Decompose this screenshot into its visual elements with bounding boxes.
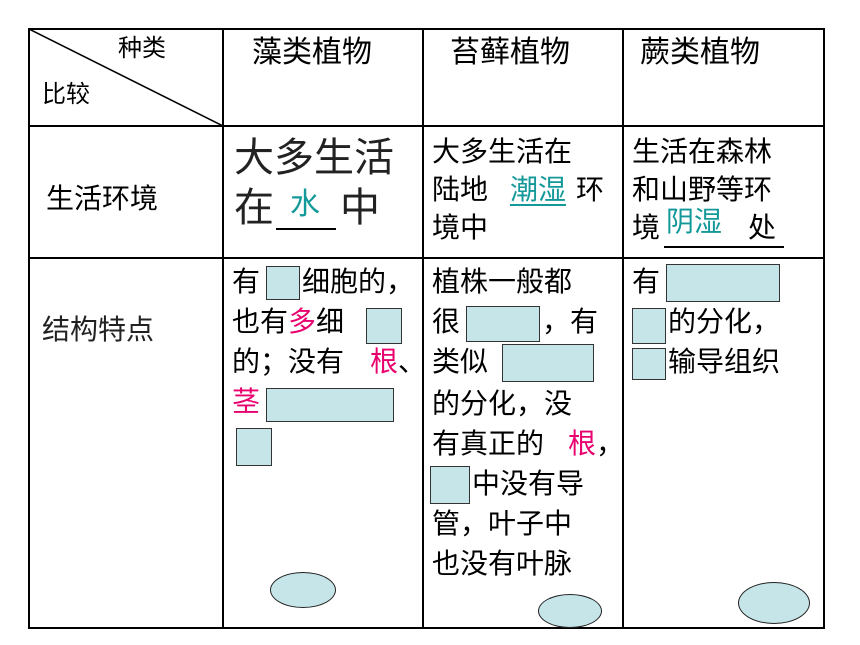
moss-struct-l6-b: 中没有导 (472, 467, 585, 500)
fern-struct-l2-b: 的分化， (668, 305, 781, 338)
moss-answer-cover-3[interactable] (430, 466, 470, 504)
header-diagonal-line (29, 29, 223, 126)
moss-env-line2-pre: 陆地 (432, 173, 489, 206)
header-algae: 藻类植物 (252, 35, 372, 70)
col-divider-1 (222, 28, 224, 629)
moss-env-line2-post: 环 (576, 173, 605, 206)
algae-struct-l4-highlight: 茎 (232, 385, 261, 418)
moss-struct-l2-b: ，有 (542, 305, 599, 338)
row-divider-2 (28, 257, 825, 259)
moss-env-line1: 大多生活在 (432, 135, 573, 168)
moss-answer-cover-1[interactable] (466, 306, 540, 342)
algae-answer-cover-4[interactable] (236, 428, 272, 466)
algae-struct-l2-highlight: 多 (288, 305, 317, 338)
fern-struct-l1-a: 有 (632, 265, 661, 298)
moss-struct-l5-highlight: 根 (568, 427, 597, 460)
fern-env-blank-line (664, 246, 784, 248)
algae-answer-cover-1[interactable] (266, 266, 300, 300)
table-border-bottom (28, 627, 825, 629)
algae-env-line2-pre: 在 (234, 185, 274, 231)
moss-struct-l7: 管，叶子中 (432, 507, 573, 540)
fern-answer-cover-2[interactable] (632, 308, 666, 344)
moss-struct-l4: 的分化，没 (432, 387, 573, 420)
col-divider-2 (422, 28, 424, 629)
row-label-structure: 结构特点 (42, 313, 155, 346)
moss-struct-l3-a: 类似 (432, 345, 489, 378)
algae-struct-l3-a: 的；没有 (232, 345, 345, 378)
row-divider-1 (28, 125, 825, 127)
table-border-left (28, 28, 30, 629)
moss-struct-l5-a: 有真正的 (432, 427, 545, 460)
header-diagonal-top: 种类 (118, 34, 166, 62)
header-moss: 苔藓植物 (450, 35, 570, 70)
moss-struct-l2-a: 很 (432, 305, 461, 338)
fern-env-line3-post: 处 (748, 211, 777, 244)
moss-env-line3: 境中 (432, 211, 489, 244)
row-label-environment: 生活环境 (46, 182, 159, 215)
fern-answer-oval[interactable] (738, 582, 810, 624)
fern-env-line1: 生活在森林 (632, 135, 773, 168)
algae-env-line1: 大多生活 (234, 135, 394, 181)
fern-env-line3-pre: 境 (632, 211, 661, 244)
moss-env-answer: 潮湿 (510, 173, 567, 206)
algae-struct-l3-highlight: 根 (370, 345, 399, 378)
moss-answer-oval[interactable] (538, 594, 602, 628)
fern-struct-l3-b: 输导组织 (668, 345, 781, 378)
algae-struct-l3-b: 、 (398, 345, 427, 378)
algae-struct-l2-a: 也有 (232, 305, 289, 338)
header-fern: 蕨类植物 (640, 35, 760, 70)
algae-struct-l1-a: 有 (232, 265, 261, 298)
algae-env-answer: 水 (290, 187, 320, 222)
header-diagonal-bottom: 比较 (42, 80, 90, 108)
col-divider-3 (622, 28, 624, 629)
algae-env-line2-post: 中 (340, 185, 380, 231)
moss-struct-l5-b: ， (596, 427, 625, 460)
moss-struct-l8: 也没有叶脉 (432, 547, 573, 580)
moss-struct-l1: 植株一般都 (432, 265, 573, 298)
algae-env-blank-line (276, 228, 336, 230)
moss-answer-cover-2[interactable] (502, 344, 594, 382)
fern-env-line2: 和山野等环 (632, 173, 773, 206)
algae-struct-l1-b: 细胞的， (302, 265, 415, 298)
table-border-top (28, 28, 825, 30)
algae-answer-oval[interactable] (270, 572, 336, 608)
fern-answer-cover-1[interactable] (666, 264, 780, 302)
fern-answer-cover-3[interactable] (632, 348, 666, 380)
algae-answer-cover-2[interactable] (366, 308, 402, 344)
algae-struct-l2-b: 细 (316, 305, 345, 338)
algae-answer-cover-3[interactable] (266, 388, 394, 422)
table-border-right (823, 28, 825, 629)
fern-env-answer: 阴湿 (666, 205, 723, 238)
